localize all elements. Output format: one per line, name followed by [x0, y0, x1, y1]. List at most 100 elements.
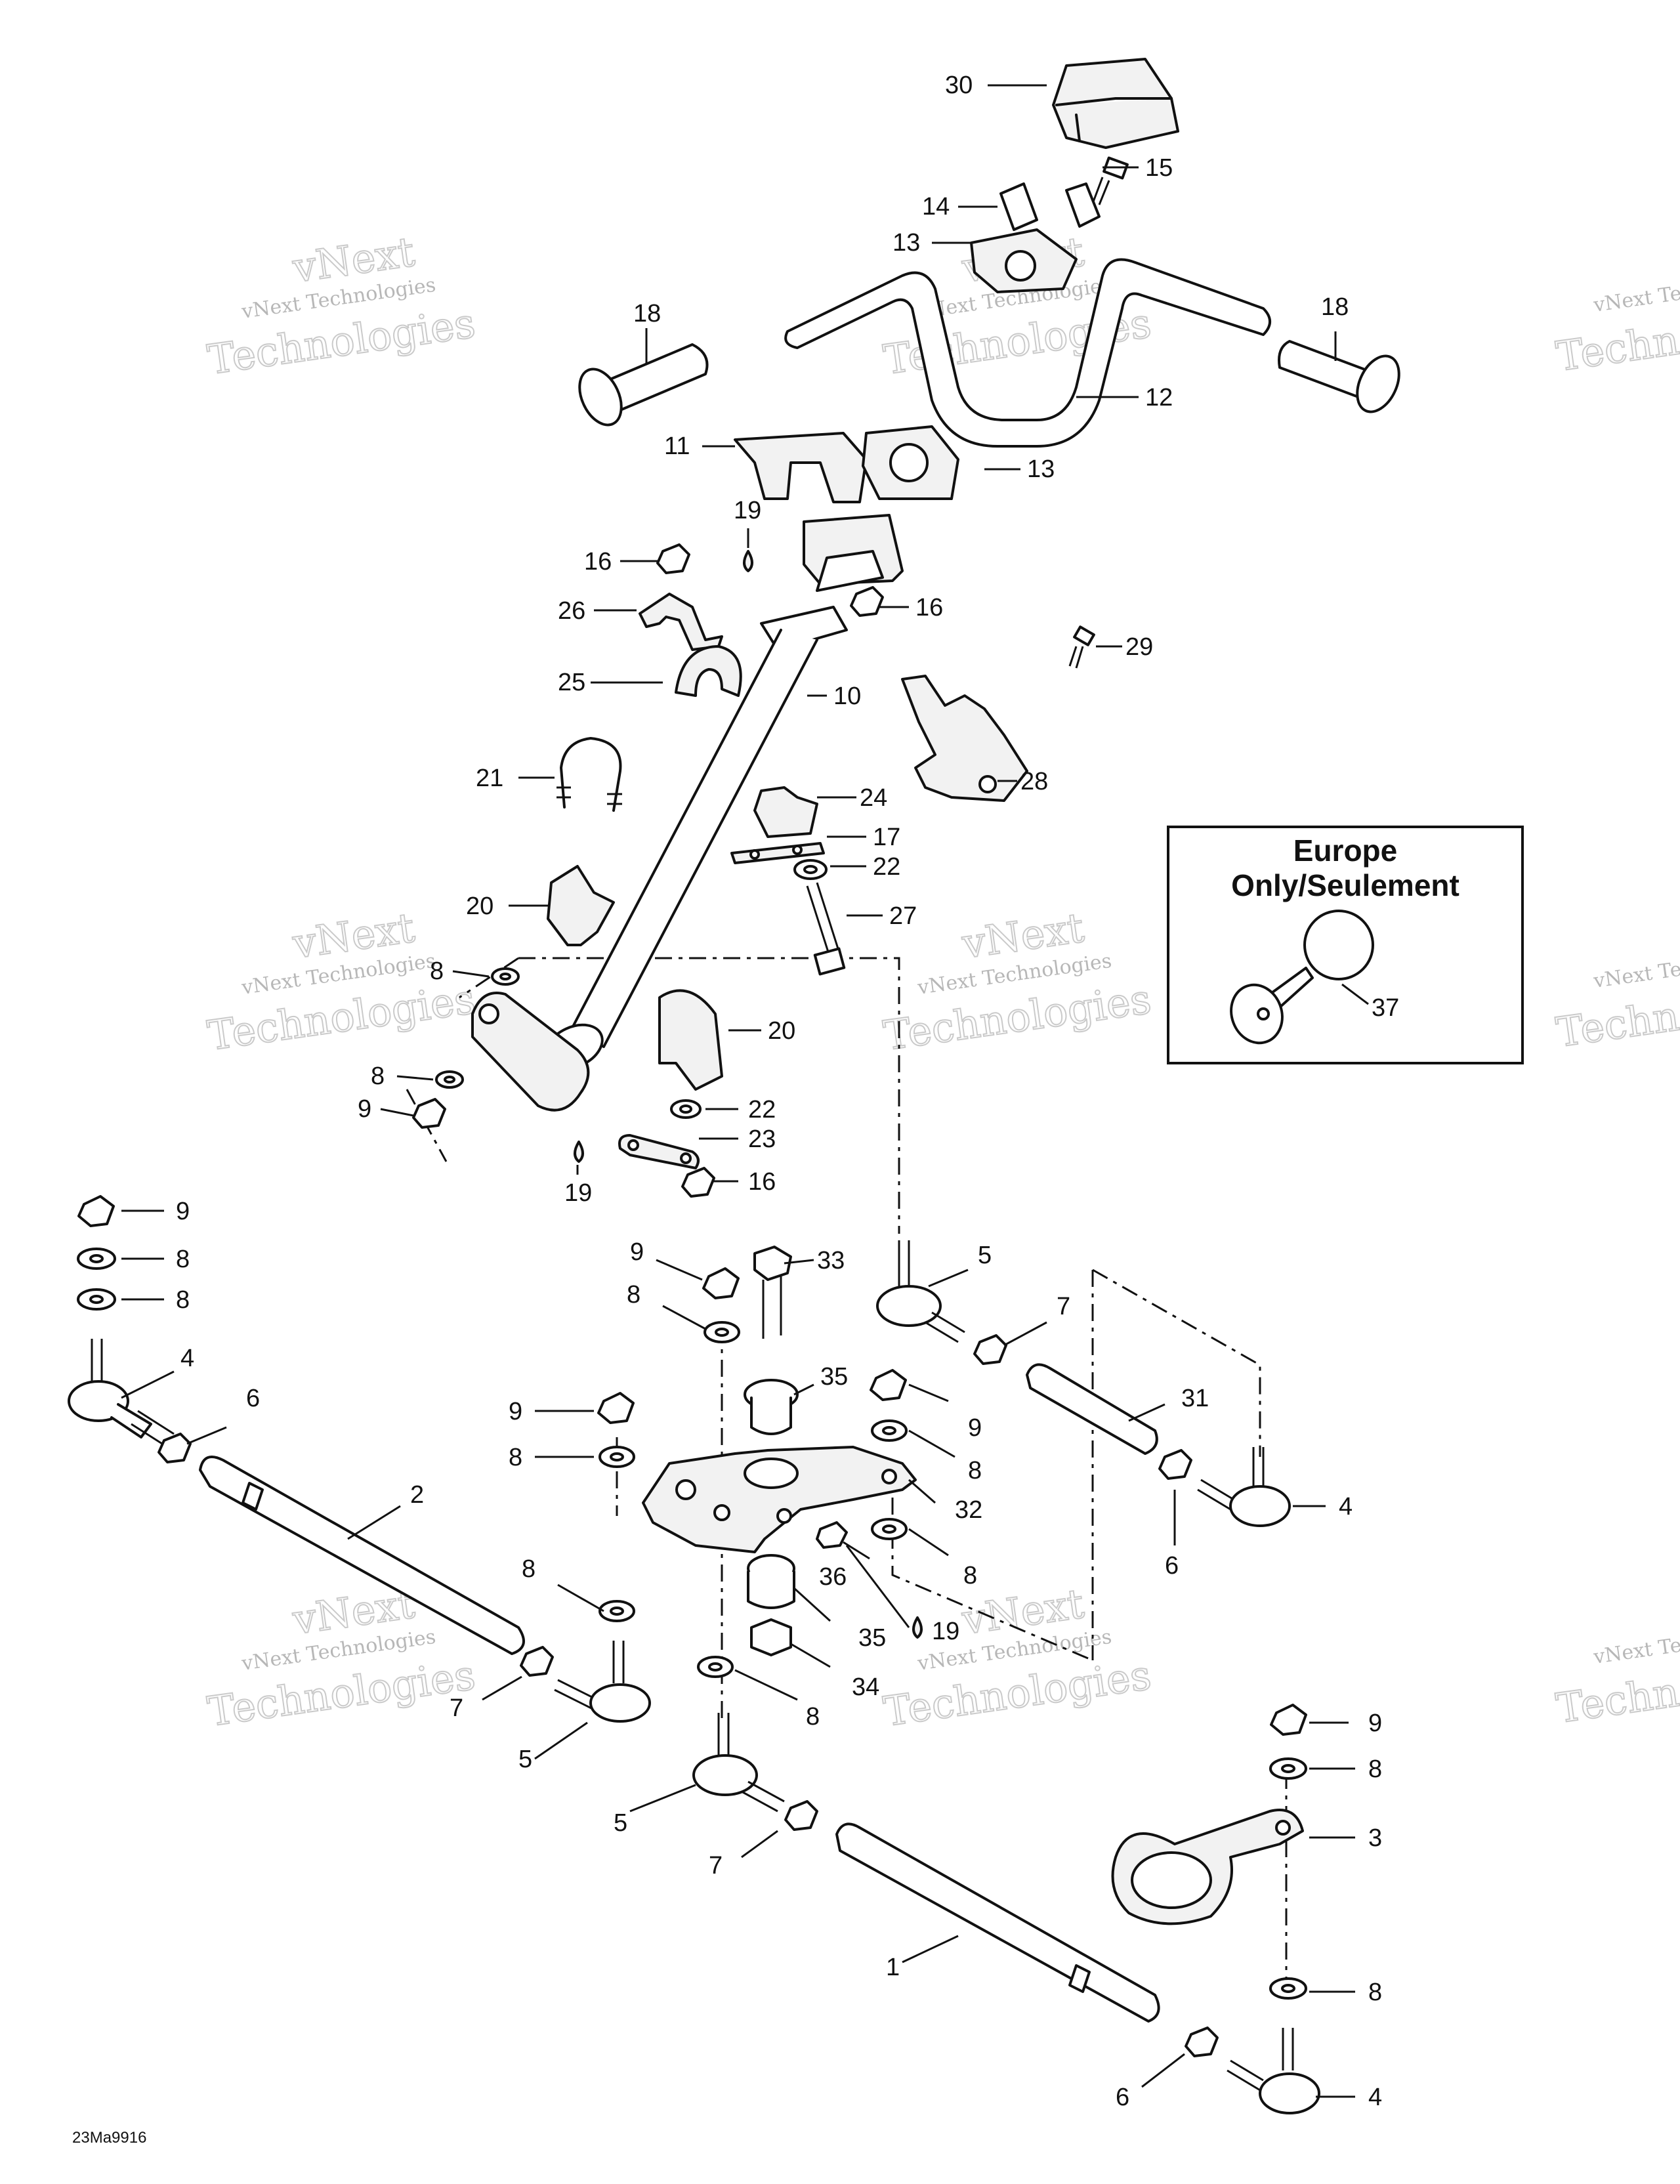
- part-tie-rod-end-5a: [554, 1641, 651, 1723]
- part-tie-rod-2: [199, 1456, 525, 1655]
- part-grease-fitting-36: [816, 1521, 848, 1549]
- part-nut-34: [750, 1618, 792, 1656]
- part-handlebar: [784, 258, 1271, 448]
- callout-29: 29: [1125, 633, 1153, 661]
- callout-16a: 16: [584, 548, 612, 576]
- part-grip-right: [1278, 340, 1400, 413]
- part-bushing-35b: [747, 1554, 795, 1609]
- callout-18a: 18: [633, 300, 661, 327]
- part-washer-8b: [435, 1070, 464, 1089]
- part-block-20b: [658, 989, 723, 1091]
- callout-35a: 35: [820, 1363, 848, 1391]
- callout-14: 14: [922, 193, 950, 220]
- part-washer-8l: [1269, 1977, 1307, 2000]
- callout-31: 31: [1181, 1385, 1209, 1412]
- callout-4b: 4: [1339, 1493, 1353, 1521]
- part-washer-22a: [793, 859, 828, 880]
- diagram-code: 23Ma9916: [72, 2129, 146, 2147]
- part-washer-8c: [77, 1248, 116, 1270]
- callout-28: 28: [1020, 768, 1048, 795]
- callout-9a: 9: [358, 1095, 371, 1123]
- inset-title-2: Only/Seulement: [1231, 868, 1460, 902]
- callout-35b: 35: [858, 1624, 886, 1652]
- callout-8e: 8: [627, 1281, 640, 1309]
- callout-18b: 18: [1321, 293, 1349, 321]
- callout-4a: 4: [180, 1345, 194, 1372]
- callout-7a: 7: [1057, 1293, 1070, 1320]
- callout-1: 1: [886, 1954, 900, 1981]
- part-bushing-35a: [744, 1379, 799, 1435]
- part-clamp-bolt: [1091, 156, 1129, 205]
- part-bolt-33: [753, 1246, 792, 1339]
- callout-9d: 9: [509, 1398, 522, 1425]
- part-bushing: [675, 645, 742, 697]
- callout-8g: 8: [968, 1457, 982, 1484]
- callout-8j: 8: [806, 1703, 820, 1731]
- callout-11: 11: [664, 432, 690, 460]
- callout-6b: 6: [1165, 1552, 1179, 1580]
- svg-text:vNext Technologies: vNext Technologies: [1591, 1619, 1680, 1669]
- callout-8f: 8: [509, 1444, 522, 1471]
- part-washer-8g: [871, 1419, 908, 1442]
- callout-5c: 5: [614, 1809, 627, 1837]
- part-horn: Europe Only/Seulement: [1167, 826, 1524, 1064]
- callout-3: 3: [1368, 1824, 1382, 1852]
- callout-22a: 22: [873, 853, 900, 881]
- callout-37: 37: [1372, 994, 1399, 1022]
- part-washer-8h: [871, 1518, 908, 1540]
- part-nut-9d: [597, 1392, 635, 1424]
- callout-8c: 8: [176, 1246, 190, 1273]
- part-washer-22b: [670, 1099, 702, 1119]
- part-lower-clamp: [862, 425, 959, 500]
- callout-20b: 20: [768, 1017, 795, 1045]
- callout-7c: 7: [709, 1852, 723, 1880]
- watermark-low-center: vNext vNext Technologies Technologies: [880, 1579, 1154, 1736]
- callout-13a: 13: [892, 229, 920, 257]
- callout-27: 27: [889, 902, 917, 930]
- callout-5a: 5: [978, 1242, 992, 1269]
- part-tie-rod-end-4c: [1227, 2028, 1320, 2114]
- callout-7b: 7: [450, 1694, 463, 1722]
- part-tie-rod-end-5c: [692, 1713, 785, 1813]
- callout-26: 26: [558, 597, 585, 625]
- callout-20a: 20: [466, 892, 494, 920]
- part-support: [639, 593, 723, 651]
- part-nut-16c: [681, 1167, 715, 1198]
- svg-text:vNext Technologies: vNext Technologies: [1591, 267, 1680, 317]
- callout-22b: 22: [748, 1096, 776, 1124]
- part-nut-6a: [158, 1433, 192, 1463]
- part-nut-7c: [784, 1800, 818, 1831]
- part-screw-29: [1068, 625, 1095, 669]
- inset-title-1: Europe: [1293, 833, 1397, 868]
- callout-30: 30: [945, 72, 973, 99]
- watermark-low-right: vNext Technologies Technologies: [1553, 1619, 1680, 1733]
- part-nut-16b: [850, 586, 884, 617]
- callout-2: 2: [410, 1481, 424, 1509]
- callout-5b: 5: [518, 1746, 532, 1773]
- part-washer-8i: [598, 1600, 635, 1622]
- watermark-top-right: vNext Technologies Technologies: [1553, 267, 1680, 381]
- callout-16c: 16: [748, 1168, 776, 1196]
- part-grease-19c: [912, 1616, 923, 1639]
- watermark-mid-center: vNext vNext Technologies Technologies: [880, 903, 1154, 1060]
- callout-19c: 19: [932, 1618, 959, 1645]
- part-washer-8d: [77, 1288, 116, 1311]
- part-washer-8e: [704, 1321, 740, 1343]
- part-washer-8k: [1269, 1757, 1307, 1780]
- part-plate-28: [901, 675, 1028, 802]
- watermark-top-left: vNext vNext Technologies Technologies: [204, 227, 478, 385]
- part-tie-rod-end-4a: [68, 1339, 175, 1448]
- part-u-bolt: [556, 737, 622, 812]
- callout-9c: 9: [630, 1238, 644, 1266]
- part-nut-6b: [1158, 1449, 1192, 1480]
- callout-4c: 4: [1368, 2084, 1382, 2111]
- part-plate-23: [618, 1134, 700, 1169]
- callout-24: 24: [860, 784, 887, 812]
- part-nut-9e: [870, 1369, 907, 1401]
- part-steering-arm-3: [1111, 1809, 1304, 1925]
- callout-32: 32: [955, 1496, 982, 1524]
- callout-8b: 8: [371, 1062, 385, 1090]
- part-tie-rod-end-4b: [1197, 1447, 1291, 1527]
- callout-8l: 8: [1368, 1979, 1382, 2006]
- callout-33: 33: [817, 1247, 845, 1274]
